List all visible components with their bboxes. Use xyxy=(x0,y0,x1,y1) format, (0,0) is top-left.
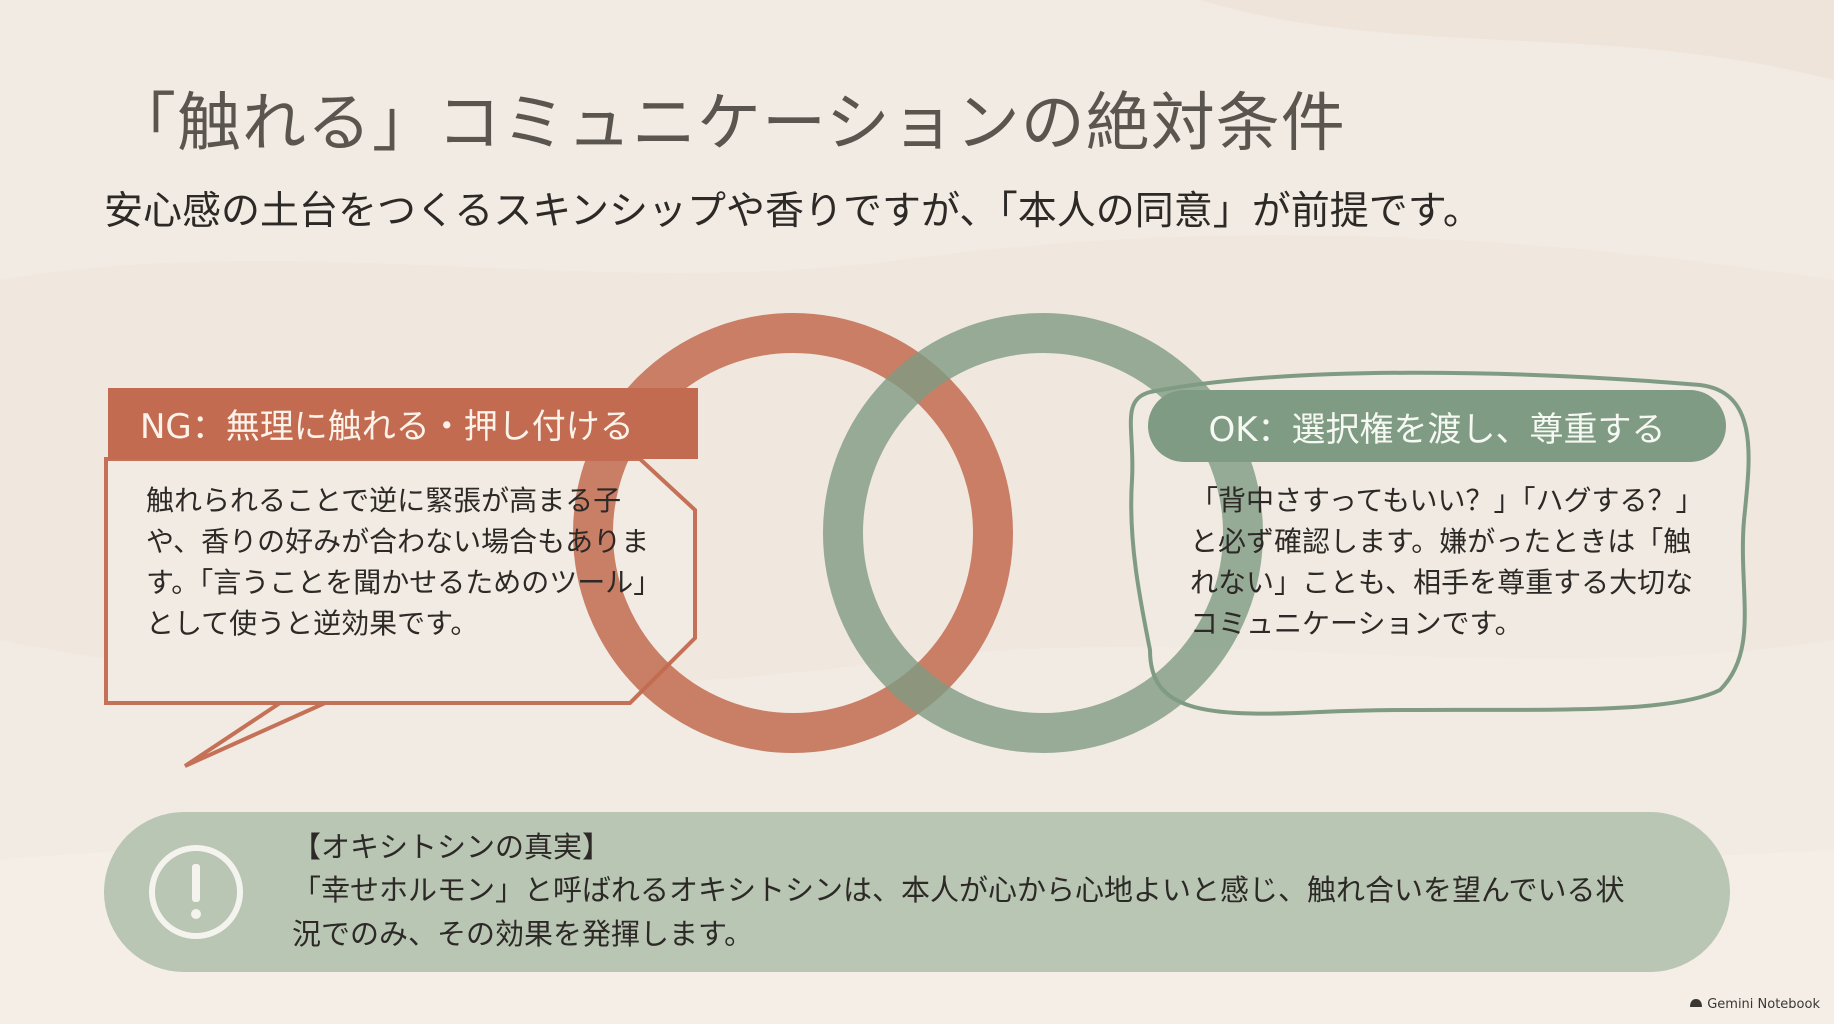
notebook-logo-icon xyxy=(1689,997,1703,1012)
watermark: Gemini Notebook xyxy=(1689,997,1820,1012)
ok-panel-header: OK：選択権を渡し、尊重する xyxy=(1148,390,1726,462)
ng-panel-header: NG：無理に触れる・押し付ける xyxy=(108,388,698,459)
ng-speech-bubble xyxy=(104,457,697,768)
ok-panel-body: 「背中さすってもいい？」「ハグする？」と必ず確認します。嫌がったときは「触れない… xyxy=(1190,484,1694,640)
watermark-text: Gemini Notebook xyxy=(1707,997,1820,1012)
ok-ring xyxy=(823,313,1263,753)
banner-text: 「幸せホルモン」と呼ばれるオキシトシンは、本人が心から心地よいと感じ、触れ合いを… xyxy=(292,873,1625,951)
page-subtitle: 安心感の土台をつくるスキンシップや香りですが、「本人の同意」が前提です。 xyxy=(104,189,1482,234)
exclamation-circle-icon xyxy=(148,844,244,944)
ng-panel-body: 触れられることで逆に緊張が高まる子や、香りの好みが合わない場合もあります。「言う… xyxy=(146,484,662,640)
ng-ring xyxy=(573,313,1013,753)
banner-heading: 【オキシトシンの真実】 xyxy=(292,830,612,864)
oxytocin-banner: 【オキシトシンの真実】 「幸せホルモン」と呼ばれるオキシトシンは、本人が心から心… xyxy=(104,812,1730,972)
page-title: 「触れる」コミュニケーションの絶対条件 xyxy=(112,87,1346,161)
